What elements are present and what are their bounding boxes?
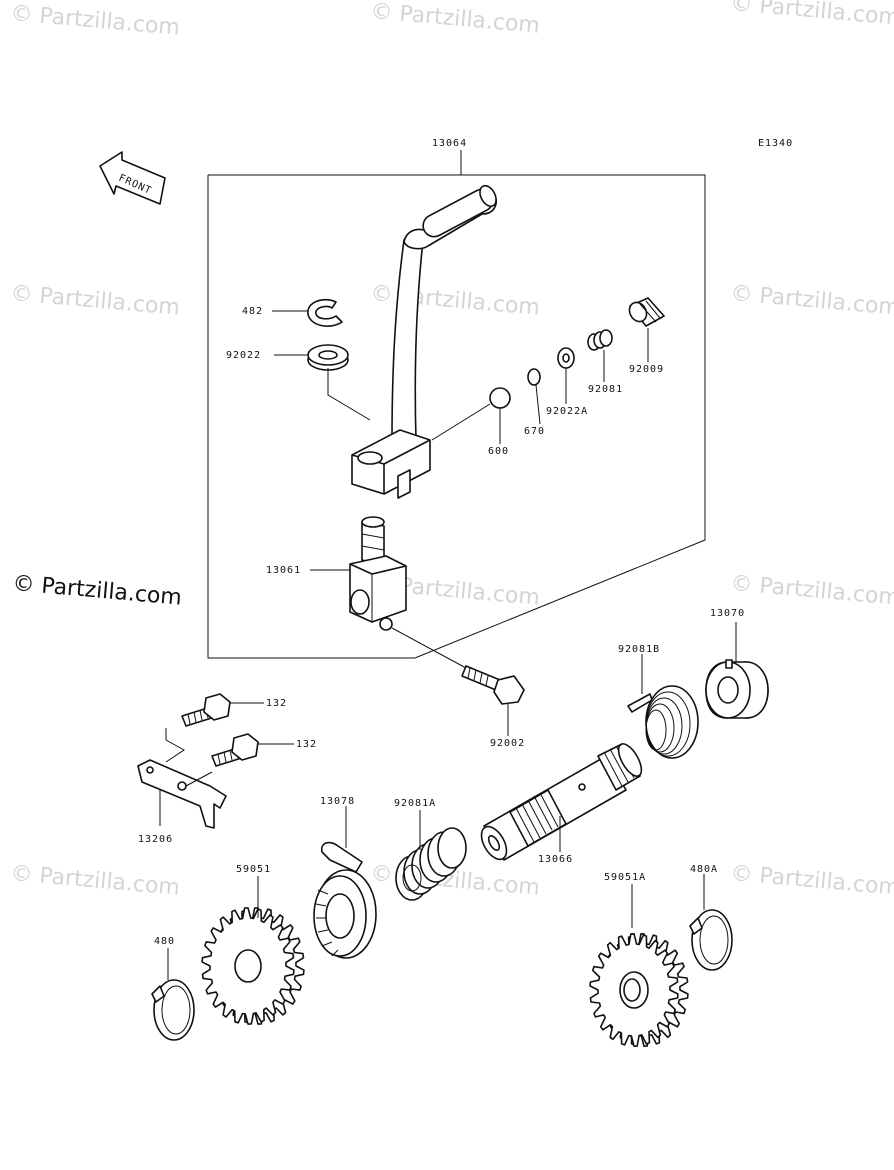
bolt-132-upper: 132 <box>181 693 287 727</box>
washer-92022A: 92022A <box>546 347 588 417</box>
watermark: © Partzilla.com <box>729 861 894 901</box>
torsion-spring-92081B: 92081B <box>618 644 699 759</box>
bolt-92002: 92002 <box>461 665 525 749</box>
spring-92009: 92009 <box>628 297 665 375</box>
diagram-code: E1340 <box>758 138 793 149</box>
label-92081B: 92081B <box>618 644 660 655</box>
label-92081: 92081 <box>588 384 623 395</box>
watermark: © Partzilla.com <box>729 281 894 321</box>
label-13064: 13064 <box>432 138 467 149</box>
label-92002: 92002 <box>490 738 525 749</box>
kick-shaft-13066: 13066 <box>480 743 643 865</box>
label-132-upper: 132 <box>266 698 287 709</box>
watermark: © Partzilla.com <box>9 1 180 41</box>
label-13066: 13066 <box>538 854 573 865</box>
label-480: 480 <box>154 936 175 947</box>
label-600: 600 <box>488 446 509 457</box>
coil-spring-92081A: 92081A <box>394 798 467 901</box>
bolt-132-lower: 132 <box>211 733 317 767</box>
watermark: © Partzilla.com <box>9 281 180 321</box>
label-13078: 13078 <box>320 796 355 807</box>
label-92009: 92009 <box>629 364 664 375</box>
front-arrow-icon: FRONT <box>99 151 166 205</box>
kick-boss-13061: 13061 <box>266 516 467 669</box>
label-480A: 480A <box>690 864 718 875</box>
assembly-box-13064: 13064 <box>207 138 706 659</box>
gear-59051A: 59051A <box>589 872 689 1047</box>
ratchet-13078: 13078 <box>313 796 377 959</box>
washer-92022: 92022 <box>226 344 371 421</box>
watermark: © Partzilla.com <box>369 0 540 39</box>
plate-13206: 13206 <box>137 728 227 845</box>
label-132-lower: 132 <box>296 739 317 750</box>
label-59051: 59051 <box>236 864 271 875</box>
circlip-482: 482 <box>242 298 343 327</box>
gear-59051: 59051 <box>201 864 305 1025</box>
spring-92081: 92081 <box>587 329 623 395</box>
label-59051A: 59051A <box>604 872 646 883</box>
label-482: 482 <box>242 306 263 317</box>
watermark: © Partzilla.com <box>729 571 894 611</box>
label-670: 670 <box>524 426 545 437</box>
watermark-prominent: © Partzilla.com <box>11 571 182 611</box>
label-92081A: 92081A <box>394 798 436 809</box>
o-ring-670: 670 <box>524 368 545 437</box>
circlip-480: 480 <box>151 936 195 1041</box>
label-13206: 13206 <box>138 834 173 845</box>
watermark: © Partzilla.com <box>9 861 180 901</box>
collar-13070: 13070 <box>705 608 769 719</box>
circlip-480A: 480A <box>689 864 733 971</box>
label-92022A: 92022A <box>546 406 588 417</box>
watermark: © Partzilla.com <box>729 0 894 31</box>
label-13070: 13070 <box>710 608 745 619</box>
label-13061: 13061 <box>266 565 301 576</box>
label-92022: 92022 <box>226 350 261 361</box>
watermark: © Partzilla.com <box>369 281 540 321</box>
kick-pedal-lever <box>351 184 498 499</box>
ball-600: 600 <box>431 387 511 457</box>
